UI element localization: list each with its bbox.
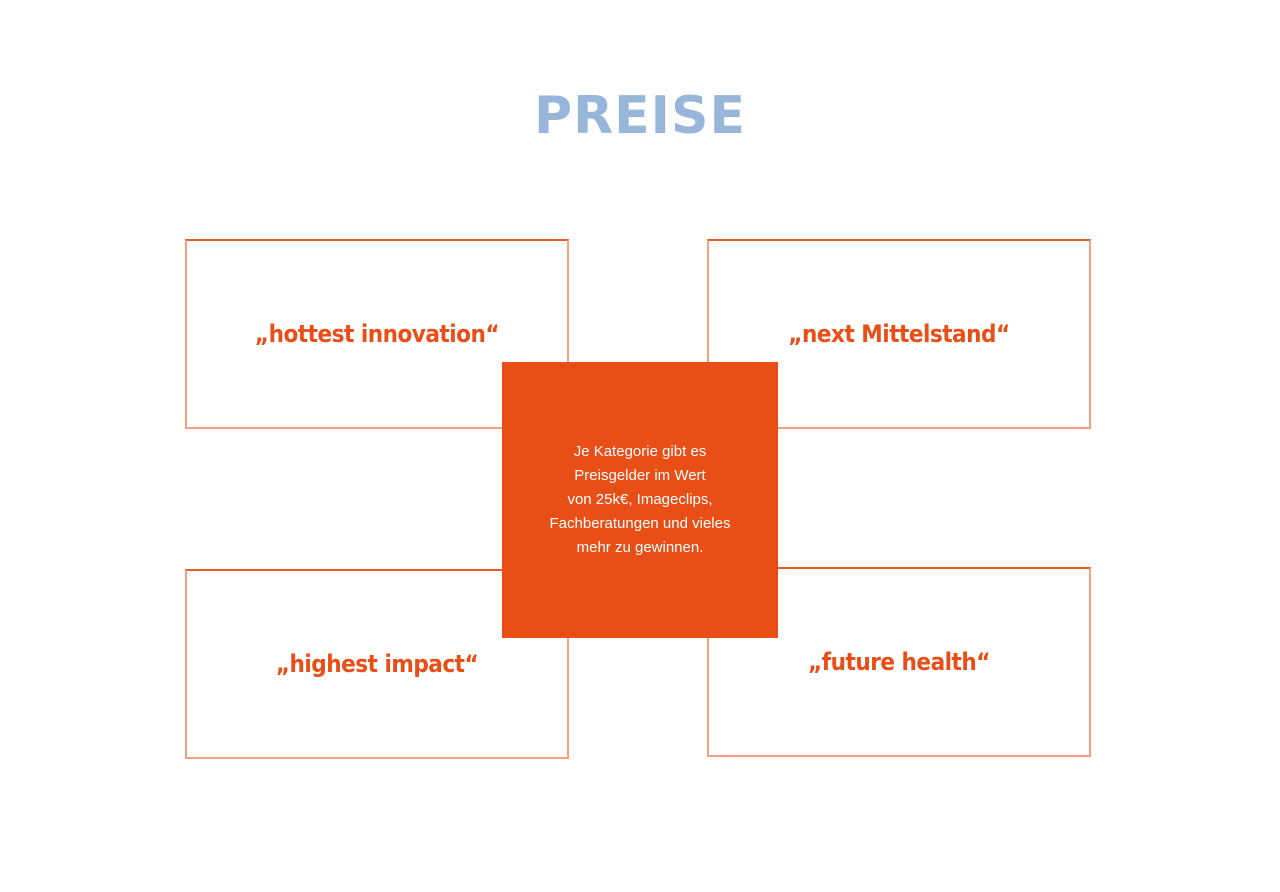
page-title: PREISE bbox=[534, 86, 746, 146]
prize-info-line: Je Kategorie gibt es bbox=[573, 443, 707, 460]
prize-info-line: von 25k€, Imageclips, bbox=[567, 491, 713, 508]
category-box-hottest-innovation: „hottest innovation“ bbox=[185, 239, 569, 429]
prize-info-text: Je Kategorie gibt es Preisgelder im Wert… bbox=[550, 440, 731, 560]
category-box-next-mittelstand: „next Mittelstand“ bbox=[707, 239, 1091, 429]
category-box-future-health: „future health“ bbox=[707, 567, 1091, 757]
prize-info-line: Fachberatungen und vieles bbox=[549, 515, 731, 532]
category-label: „future health“ bbox=[808, 648, 990, 676]
prize-info-line: mehr zu gewinnen. bbox=[576, 539, 704, 556]
prize-info-line: Preisgelder im Wert bbox=[574, 467, 706, 484]
category-box-highest-impact: „highest impact“ bbox=[185, 569, 569, 759]
category-label: „hottest innovation“ bbox=[254, 320, 500, 348]
category-label: „next Mittelstand“ bbox=[788, 320, 1010, 348]
prize-info-box: Je Kategorie gibt es Preisgelder im Wert… bbox=[502, 362, 778, 638]
category-label: „highest impact“ bbox=[275, 650, 479, 678]
